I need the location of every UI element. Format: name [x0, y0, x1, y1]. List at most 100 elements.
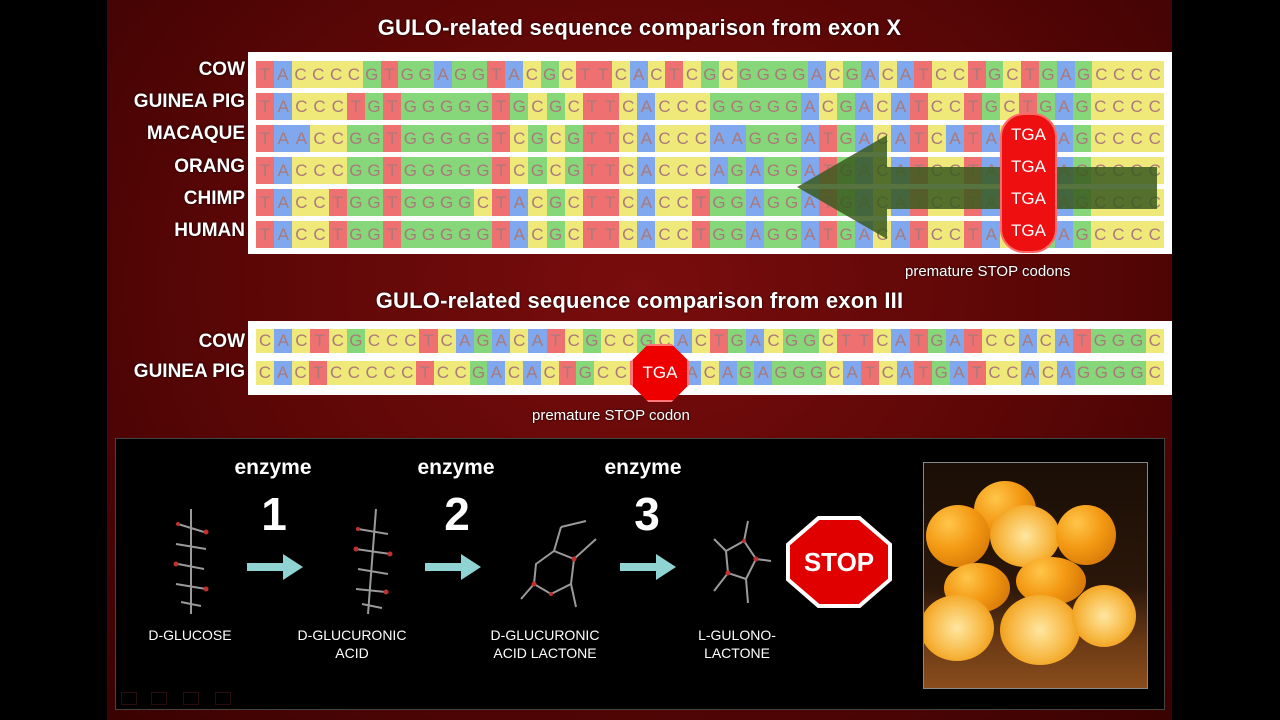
- nucleotide-cell: T: [600, 189, 620, 216]
- nucleotide-cell: G: [362, 61, 381, 88]
- nucleotide-cell: T: [346, 93, 365, 120]
- nucleotide-cell: T: [582, 221, 601, 248]
- nucleotide-cell: C: [564, 189, 583, 216]
- nucleotide-cell: T: [909, 93, 928, 120]
- slides-menu-icon[interactable]: [183, 692, 199, 705]
- nucleotide-cell: G: [985, 61, 1004, 88]
- step-number: 2: [444, 488, 470, 540]
- nucleotide-cell: A: [292, 125, 311, 152]
- nucleotide-cell: T: [383, 125, 402, 152]
- nucleotide-cell: A: [800, 93, 819, 120]
- nucleotide-cell: G: [789, 61, 808, 88]
- nucleotide-cell: C: [647, 61, 666, 88]
- nucleotide-cell: T: [855, 329, 874, 353]
- nucleotide-cell: G: [782, 157, 801, 184]
- species-label: COW: [198, 331, 245, 352]
- nucleotide-cell: G: [700, 61, 719, 88]
- nucleotide-cell: G: [419, 93, 438, 120]
- nucleotide-cell: T: [914, 361, 933, 385]
- nucleotide-cell: G: [528, 157, 547, 184]
- nucleotide-cell: T: [328, 189, 347, 216]
- nucleotide-cell: G: [728, 157, 747, 184]
- nucleotide-cell: C: [383, 329, 402, 353]
- nucleotide-cell: C: [256, 361, 274, 385]
- nucleotide-cell: T: [1073, 329, 1092, 353]
- nucleotide-cell: G: [764, 221, 783, 248]
- exon-iii-title: GULO-related sequence comparison from ex…: [375, 288, 904, 313]
- nucleotide-cell: G: [455, 157, 474, 184]
- nucleotide-cell: C: [1127, 125, 1146, 152]
- nucleotide-cell: C: [291, 361, 310, 385]
- nucleotide-cell: G: [564, 157, 583, 184]
- nucleotide-cell: T: [709, 329, 729, 353]
- nucleotide-cell: G: [473, 93, 493, 120]
- stop-codon-label: TGA: [1011, 221, 1046, 240]
- nucleotide-cell: C: [1092, 61, 1111, 88]
- species-label: MACAQUE: [146, 123, 245, 144]
- nucleotide-cell: C: [1003, 361, 1022, 385]
- nucleotide-cell: C: [1145, 329, 1164, 353]
- nucleotide-cell: G: [401, 93, 420, 120]
- nucleotide-cell: C: [878, 61, 897, 88]
- nucleotide-cell: C: [1109, 125, 1128, 152]
- nucleotide-cell: G: [1073, 125, 1092, 152]
- nucleotide-cell: C: [528, 221, 547, 248]
- nucleotide-cell: C: [1091, 221, 1110, 248]
- slide: GULO-related sequence comparison from ex…: [107, 0, 1172, 720]
- nucleotide-cell: G: [346, 189, 365, 216]
- nucleotide-cell: C: [673, 189, 692, 216]
- nucleotide-cell: C: [1145, 361, 1164, 385]
- vitamin-c-pathway-panel: enzyme enzyme enzyme 1 2 3: [115, 438, 1165, 710]
- nucleotide-cell: C: [594, 361, 612, 385]
- nucleotide-cell: C: [700, 361, 719, 385]
- sequence-row: TAACCGGTGGGGGTCGCGTTCACCCAAGGGATGACATCAT…: [256, 125, 1164, 152]
- nucleotide-cell: T: [492, 125, 511, 152]
- nucleotide-cell: T: [576, 61, 595, 88]
- nucleotide-cell: G: [789, 361, 808, 385]
- nucleotide-cell: C: [945, 221, 965, 248]
- nucleotide-cell: C: [1109, 221, 1128, 248]
- nucleotide-cell: T: [600, 157, 620, 184]
- nucleotide-cell: C: [873, 329, 892, 353]
- nucleotide-cell: C: [1145, 221, 1164, 248]
- nucleotide-cell: T: [380, 61, 399, 88]
- nucleotide-cell: C: [950, 61, 968, 88]
- d-glucuronic-acid-lactone-molecule: [520, 520, 597, 608]
- nucleotide-cell: G: [1074, 361, 1093, 385]
- nucleotide-cell: G: [473, 125, 493, 152]
- nucleotide-cell: C: [558, 61, 577, 88]
- nucleotide-cell: G: [473, 157, 493, 184]
- nucleotide-cell: T: [383, 157, 402, 184]
- nucleotide-cell: G: [1109, 329, 1128, 353]
- nucleotide-cell: G: [455, 93, 474, 120]
- nucleotide-cell: C: [310, 157, 329, 184]
- nucleotide-cell: G: [455, 189, 474, 216]
- right-arrow-icon: [247, 554, 303, 580]
- pen-icon[interactable]: [151, 692, 167, 705]
- nucleotide-cell: G: [401, 189, 420, 216]
- next-slide-icon[interactable]: [215, 692, 231, 705]
- orange: [926, 505, 990, 567]
- nucleotide-cell: C: [328, 125, 347, 152]
- nucleotide-cell: C: [718, 61, 737, 88]
- nucleotide-cell: C: [564, 221, 583, 248]
- orange-half: [924, 595, 994, 661]
- nucleotide-cell: G: [728, 221, 747, 248]
- nucleotide-cell: T: [818, 221, 837, 248]
- nucleotide-cell: C: [309, 61, 328, 88]
- previous-slide-icon[interactable]: [121, 692, 137, 705]
- species-label: GUINEA PIG: [133, 361, 245, 382]
- nucleotide-cell: C: [344, 361, 363, 385]
- nucleotide-cell: A: [754, 361, 773, 385]
- nucleotide-cell: G: [437, 157, 456, 184]
- nucleotide-cell: G: [473, 221, 493, 248]
- nucleotide-cell: C: [982, 329, 1001, 353]
- compound-name-line: ACID LACTONE: [493, 645, 597, 661]
- nucleotide-cell: A: [861, 61, 879, 88]
- nucleotide-cell: C: [327, 361, 345, 385]
- nucleotide-cell: G: [364, 125, 384, 152]
- nucleotide-cell: G: [754, 61, 773, 88]
- nucleotide-cell: C: [505, 361, 523, 385]
- nucleotide-cell: C: [1145, 61, 1164, 88]
